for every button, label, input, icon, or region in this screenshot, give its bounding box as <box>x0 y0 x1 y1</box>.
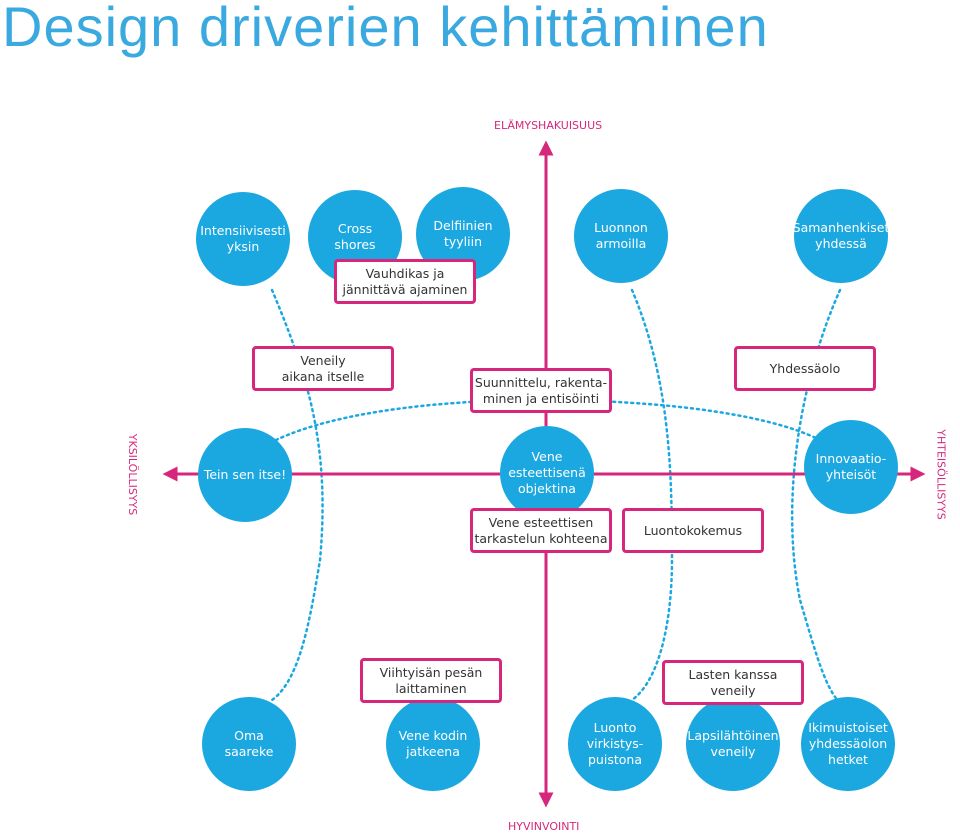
box-vene-esteettisen-tarkastelun-kohteena: Vene esteettisen tarkastelun kohteena <box>470 508 612 553</box>
circle-luonnon-armoilla: Luonnon armoilla <box>574 189 668 283</box>
circle-vene-esteettisena-objektina: Vene esteettisenä objektina <box>500 426 594 520</box>
circle-intensiivisesti-yksin: Intensiivisesti yksin <box>196 192 290 286</box>
circle-oma-saareke: Oma saareke <box>202 697 296 791</box>
axis-label-right: YHTEISÖLLISYYS <box>934 429 948 520</box>
circle-tein-sen-itse: Tein sen itse! <box>198 428 292 522</box>
circle-luonto-virkistyspuistona: Luonto virkistys- puistona <box>568 697 662 791</box>
circle-ikimuistoiset-yhdessaolon-hetket: Ikimuistoiset yhdessäolon hetket <box>801 697 895 791</box>
axis-label-top: ELÄMYSHAKUISUUS <box>494 119 603 132</box>
page-title: Design driverien kehittäminen <box>2 0 769 58</box>
box-luontokokemus: Luontokokemus <box>622 508 764 553</box>
circle-lapsilahtoinen-veneily: Lapsilähtöinen veneily <box>686 697 780 791</box>
box-vauhdikas-ja-jannittava-ajaminen: Vauhdikas ja jännittävä ajaminen <box>334 259 476 304</box>
box-yhdessaolo: Yhdessäolo <box>734 346 876 391</box>
axis-label-bottom: HYVINVOINTI <box>508 820 580 833</box>
box-lasten-kanssa-veneily: Lasten kanssa veneily <box>662 660 804 705</box>
box-suunnittelu-rakentaminen-ja-entisointi: Suunnittelu, rakenta- minen ja entisöint… <box>470 368 612 413</box>
box-viihtyisan-pesan-laittaminen: Viihtyisän pesän laittaminen <box>360 658 502 703</box>
circle-vene-kodin-jatkeena: Vene kodin jatkeena <box>386 697 480 791</box>
circle-samanhenkiset-yhdessa: Samanhenkiset yhdessä <box>793 189 889 283</box>
axis-label-left: YKSILÖLLISYYS <box>126 433 140 516</box>
circle-innovaatioyhteisot: Innovaatio- yhteisöt <box>804 420 898 514</box>
box-veneily-aikana-itselle: Veneily aikana itselle <box>252 346 394 391</box>
